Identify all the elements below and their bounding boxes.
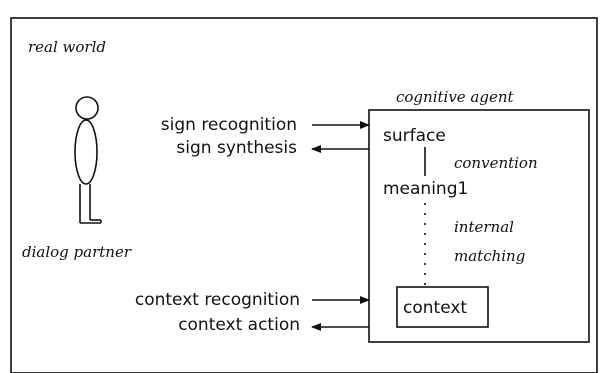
sign-recognition-label: sign recognition	[161, 115, 297, 135]
real-world-label: real world	[28, 38, 106, 56]
sign-synthesis-label: sign synthesis	[176, 138, 297, 158]
person-icon	[74, 96, 102, 224]
convention-label: convention	[454, 154, 538, 172]
meaning-label: meaning1	[383, 179, 468, 199]
real-world-frame	[10, 17, 598, 373]
internal-label: internal	[454, 218, 514, 236]
cognitive-agent-box	[368, 109, 590, 343]
matching-label: matching	[454, 247, 525, 265]
surface-label: surface	[383, 126, 446, 146]
context-action-label: context action	[178, 315, 300, 335]
dialog-partner-label: dialog partner	[22, 243, 132, 261]
cognitive-agent-label: cognitive agent	[396, 88, 515, 106]
context-recognition-label: context recognition	[135, 290, 300, 310]
context-box-label: context	[403, 298, 467, 318]
context-box	[396, 286, 489, 328]
